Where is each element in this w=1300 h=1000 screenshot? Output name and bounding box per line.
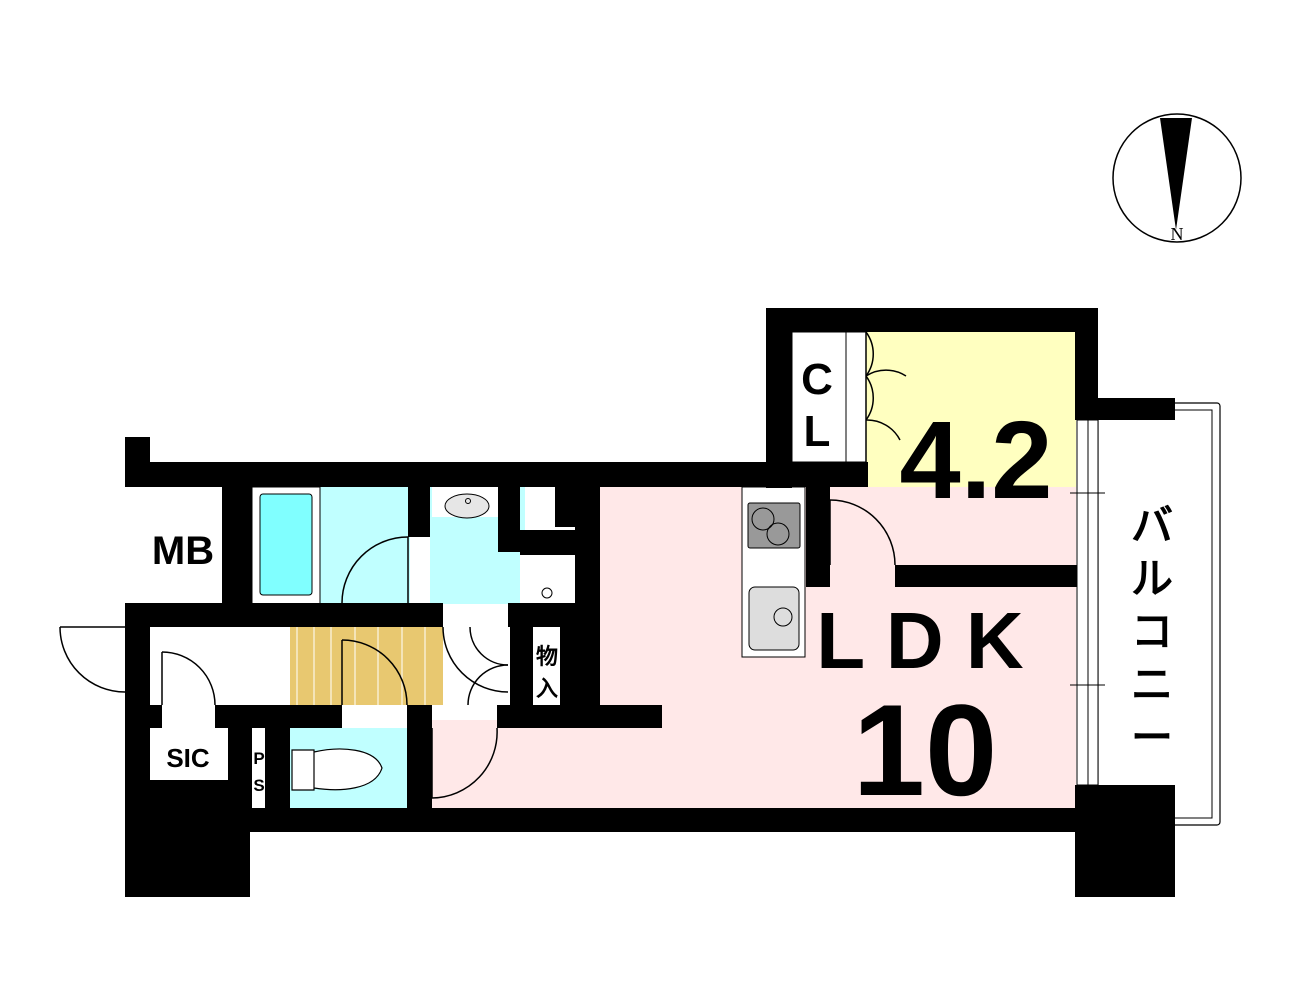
toilet-icon [291, 748, 383, 791]
closet-label-l: L [804, 407, 831, 456]
balcony-window [1070, 419, 1105, 786]
closet-label-c: C [801, 355, 833, 404]
compass-north-label: N [1171, 224, 1184, 244]
compass: N [1112, 113, 1242, 244]
sink-icon [444, 493, 490, 519]
bathtub-icon [259, 493, 313, 596]
mb-label: MB [152, 529, 214, 573]
hallway-floor [290, 627, 443, 705]
ldk-size: 10 [853, 677, 998, 823]
north-needle-icon [1160, 118, 1192, 230]
stove-icon [747, 502, 801, 549]
ldk-label: L D K [816, 596, 1024, 685]
drain-icon [541, 587, 553, 599]
balcony-label: バ ル コ ニ ー [1131, 502, 1173, 761]
svg-text:ル: ル [1131, 555, 1173, 602]
svg-text:バ: バ [1131, 502, 1173, 549]
bathroom-floor [320, 487, 410, 604]
sic-label: SIC [166, 743, 210, 773]
ldk-floor [590, 487, 1076, 809]
ps-label-p: P [253, 749, 264, 768]
walls [125, 308, 1175, 897]
svg-text:ー: ー [1131, 714, 1173, 761]
storage-label-1: 物 [536, 644, 558, 669]
ps-label-s: S [253, 776, 264, 795]
storage-label-2: 入 [536, 676, 558, 701]
bedroom-size: 4.2 [900, 399, 1053, 522]
svg-text:コ: コ [1131, 608, 1173, 655]
svg-text:ニ: ニ [1131, 661, 1173, 708]
